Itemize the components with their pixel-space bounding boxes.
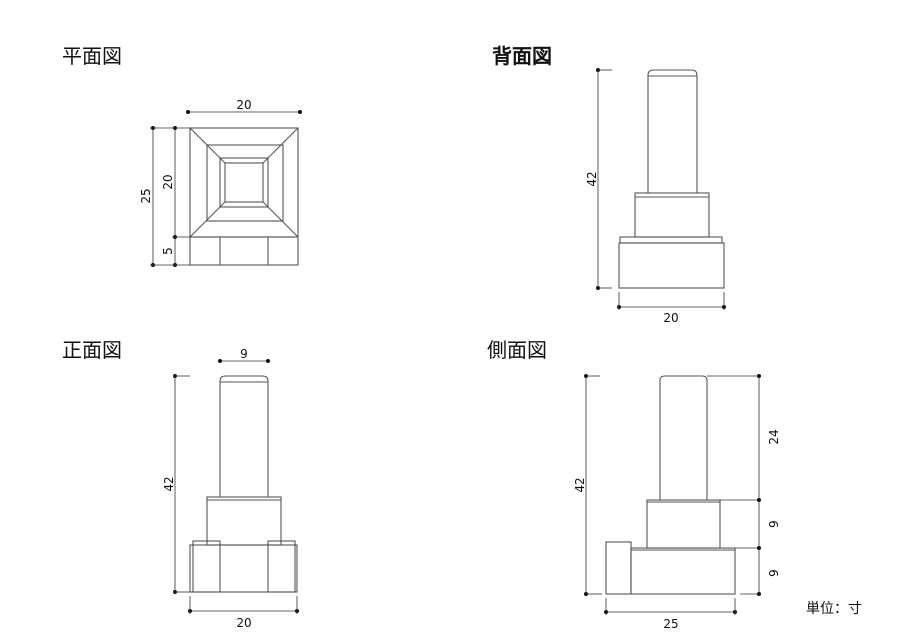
back-height-dim: 42 xyxy=(585,171,599,186)
front-height-dim: 42 xyxy=(162,476,176,491)
plan-width-dim: 20 xyxy=(236,98,251,112)
side-pin-height-dim: 24 xyxy=(767,429,781,444)
back-width-dim: 20 xyxy=(663,311,678,325)
front-view-title: 正面図 xyxy=(62,338,122,362)
plan-view-title: 平面図 xyxy=(62,44,122,68)
back-view-title: 背面図 xyxy=(492,44,552,68)
side-base-height-dim: 9 xyxy=(767,569,781,577)
side-view-title: 側面図 xyxy=(487,338,547,362)
plan-view-drawing: 20 25 20 5 xyxy=(139,98,302,267)
side-view-drawing: 42 24 9 9 25 xyxy=(573,374,781,631)
unit-label: 単位：寸 xyxy=(806,601,862,617)
front-view-drawing: 9 42 20 xyxy=(162,347,299,630)
plan-total-depth-dim: 25 xyxy=(139,188,153,203)
front-pin-width-dim: 9 xyxy=(240,347,248,361)
side-width-dim: 25 xyxy=(663,617,678,631)
plan-top-depth-dim: 20 xyxy=(161,174,175,189)
front-width-dim: 20 xyxy=(236,616,251,630)
side-height-dim: 42 xyxy=(573,477,587,492)
back-view-drawing: 42 20 xyxy=(585,68,726,325)
plan-base-depth-dim: 5 xyxy=(161,247,175,255)
side-mid-height-dim: 9 xyxy=(767,520,781,528)
